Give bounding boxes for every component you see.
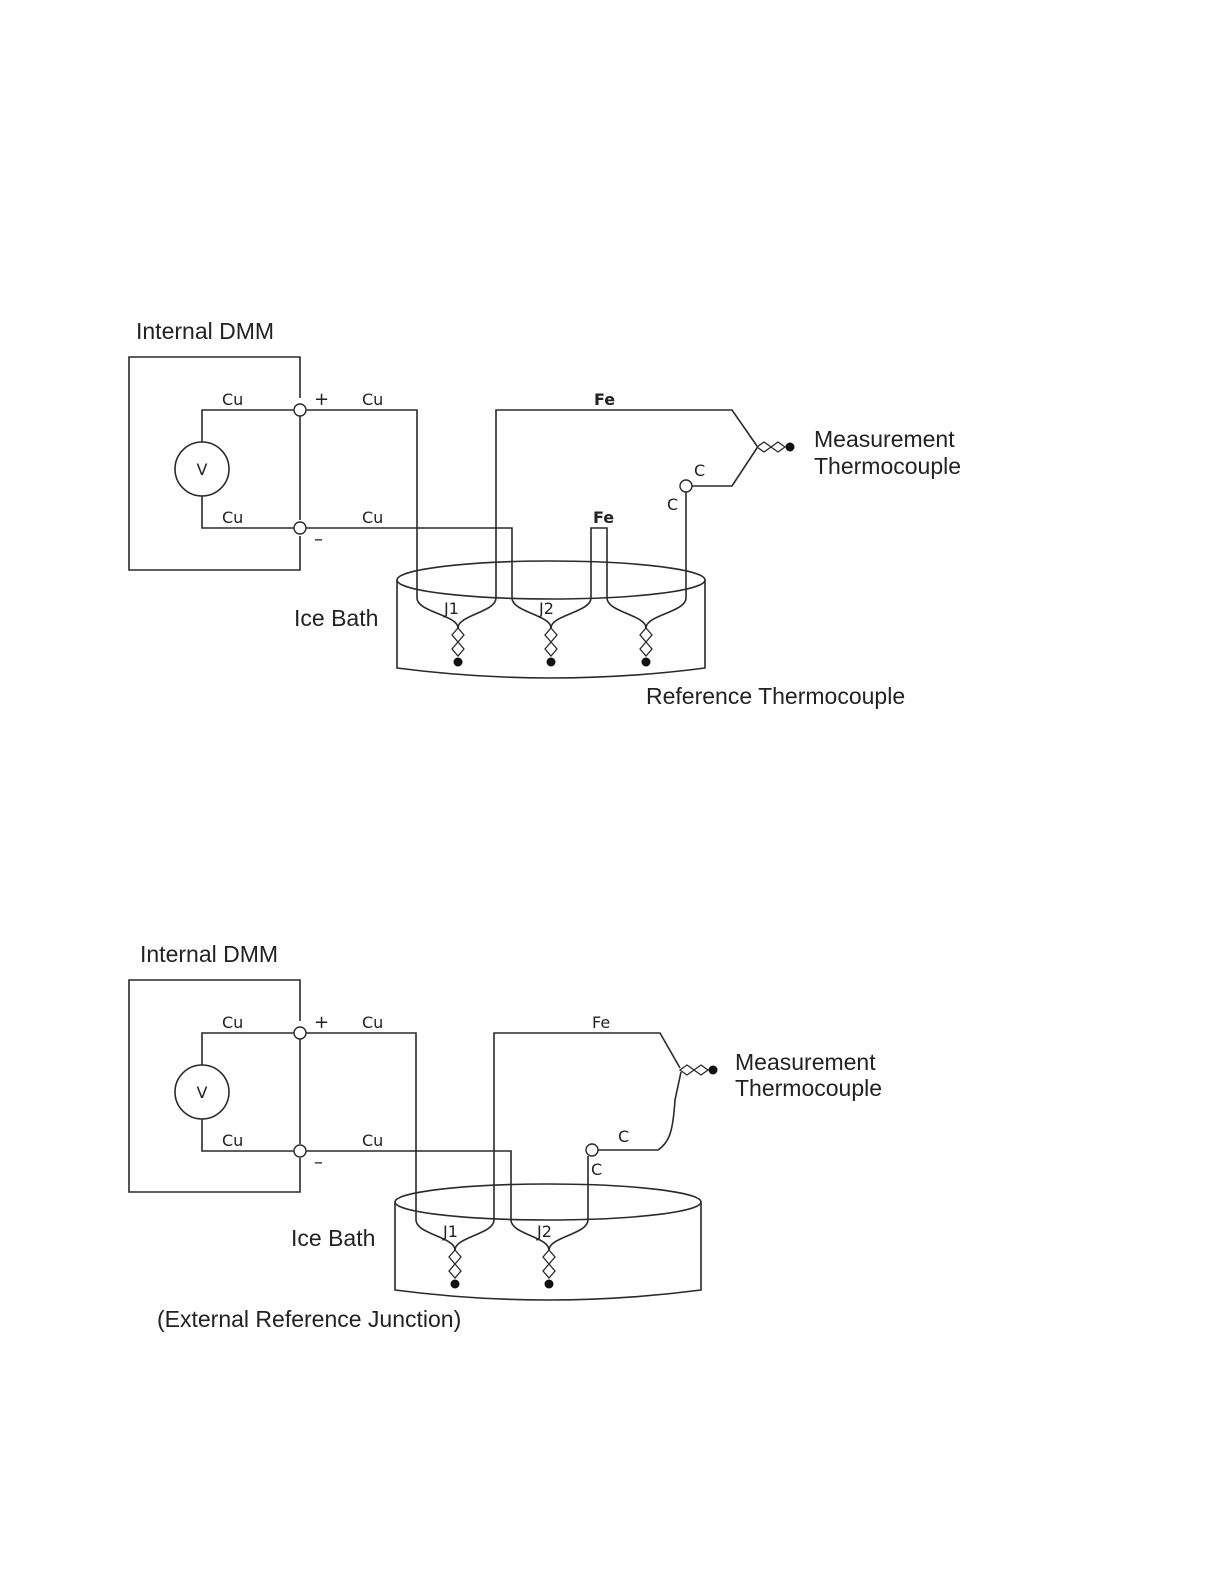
c-right-label-2: C [618,1127,629,1146]
cu-inner-bottom: Cu [222,508,243,527]
internal-wire-bottom [202,496,294,528]
internal-wire-top-2 [202,1033,294,1065]
cu-outer-top: Cu [362,390,383,409]
c-lower-label: C [667,495,678,514]
fe-wire-j1-to-measurement-2 [455,1033,680,1250]
dmm-box-2 [129,980,300,1192]
j1-junction-bead-2 [449,1250,461,1289]
internal-wire-bottom-2 [202,1119,294,1151]
plus-terminal-2 [294,1027,306,1039]
minus-sign: – [314,529,323,550]
j1-label: J1 [443,599,459,618]
fe-top-label-2: Fe [592,1013,610,1032]
cu-outer-bottom: Cu [362,508,383,527]
internal-wire-top [202,410,294,442]
dmm-label: Internal DMM [136,318,274,344]
cu-outer-bottom-2: Cu [362,1131,383,1150]
measurement-label-line1-2: Measurement [735,1049,876,1075]
c-below-label-2: C [591,1160,602,1179]
fe-top-label: Fe [594,390,615,409]
dmm-box [129,357,300,570]
j2-label: J2 [538,599,554,618]
c-wire-j2-to-measurement-2 [549,1156,588,1250]
measurement-thermocouple-bead-2 [680,1065,718,1075]
external-reference-caption: (External Reference Junction) [157,1306,461,1332]
reference-thermocouple-label: Reference Thermocouple [646,683,905,709]
dmm-label-2: Internal DMM [140,941,278,967]
j2-label-2: J2 [536,1222,552,1241]
voltmeter-symbol: V [197,460,208,479]
plus-terminal [294,404,306,416]
cu-inner-top-2: Cu [222,1013,243,1032]
minus-terminal [294,522,306,534]
c-upper-label: C [694,461,705,480]
voltmeter-symbol-2: V [197,1083,208,1102]
measurement-label-line1: Measurement [814,426,955,452]
diagram-external-reference-junction: Internal DMM V Cu Cu + – Cu Cu Fe C C Me… [129,941,882,1332]
j1-label-2: J1 [442,1222,458,1241]
c-junction-2 [586,1144,598,1156]
diagram-with-reference-thermocouple: Internal DMM V Cu Cu + – Cu Cu Fe Fe C [129,318,961,709]
measurement-label-line2: Thermocouple [814,453,961,479]
fe-loop-j2-to-reference [551,528,646,628]
fe-mid-label: Fe [593,508,614,527]
c-junction [680,480,692,492]
cu-outer-top-2: Cu [362,1013,383,1032]
minus-terminal-2 [294,1145,306,1157]
ice-bath-label: Ice Bath [294,605,378,631]
c-wire-reference-to-measurement [646,492,686,628]
cu-inner-bottom-2: Cu [222,1131,243,1150]
reference-thermocouple-bead [640,628,652,667]
j1-junction-bead [452,628,464,667]
ice-bath-label-2: Ice Bath [291,1225,375,1251]
plus-sign-2: + [314,1012,329,1033]
plus-sign: + [314,389,329,410]
c-wire-upper-2 [594,1072,681,1150]
measurement-label-line2-2: Thermocouple [735,1075,882,1101]
minus-sign-2: – [314,1152,323,1173]
cu-inner-top: Cu [222,390,243,409]
j2-junction-bead-2 [543,1250,555,1289]
j2-junction-bead [545,628,557,667]
measurement-thermocouple-bead [757,442,795,452]
